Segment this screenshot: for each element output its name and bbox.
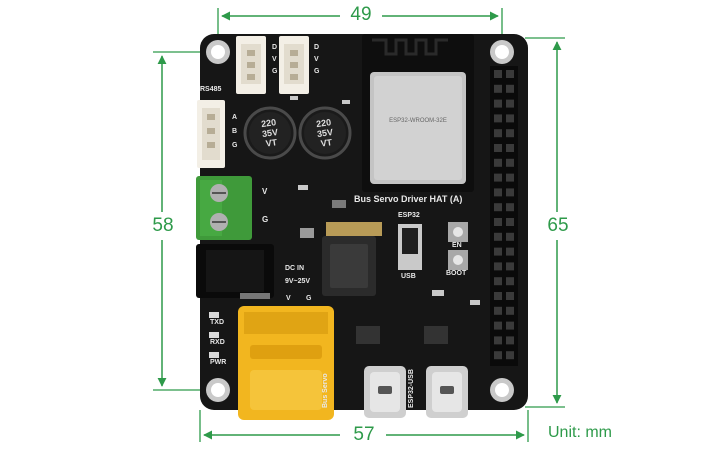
rs485-connector (197, 100, 225, 168)
gpio-pin (494, 188, 502, 197)
dim-bottom-label: 57 (353, 424, 375, 445)
gpio-pin (506, 70, 514, 78)
capacitor-1 (243, 106, 297, 160)
gpio-pin (506, 306, 514, 315)
usb-c-bus-servo (364, 366, 406, 418)
gpio-pin (506, 247, 514, 256)
module-marking: ESP32-WROOM-32E (389, 118, 447, 124)
gpio-pin (494, 247, 502, 256)
dc-in-label: DC IN (285, 265, 305, 272)
gpio-pin (494, 218, 502, 226)
gpio-pin (506, 173, 514, 182)
gpio-pin (494, 351, 502, 360)
gpio-pin (506, 203, 514, 212)
gpio-pin (494, 292, 502, 300)
usb-c-esp32 (426, 366, 468, 418)
en-button (448, 222, 468, 242)
gpio-pin (494, 203, 502, 212)
gpio-pin (494, 70, 502, 78)
mounting-holes (206, 40, 514, 402)
gpio-pin (494, 114, 502, 123)
gpio-pin (506, 277, 514, 286)
esp32-switch-label: ESP32 (398, 212, 420, 219)
dim-top-label: 49 (350, 4, 372, 25)
gpio-pin (494, 158, 502, 167)
gpio-pin (506, 114, 514, 123)
smd-components (290, 96, 480, 344)
esp32-usb-label: ESP32-USB (408, 369, 415, 408)
gpio-pin (494, 306, 502, 315)
gpio-pin (506, 158, 514, 167)
servo-connector-left (236, 36, 266, 94)
capacitor-2 (298, 106, 352, 160)
gpio-pin (506, 144, 514, 152)
gpio-pin (494, 144, 502, 152)
led-txd-label: TXD (210, 319, 224, 326)
usb-switch-label: USB (401, 273, 416, 280)
gpio-pin (494, 232, 502, 241)
dim-left-label: 58 (152, 215, 174, 236)
gpio-header (490, 66, 518, 366)
bus-servo-label: Bus Servo (322, 373, 329, 408)
gpio-pin (506, 336, 514, 345)
xt-g-label: G (306, 295, 312, 302)
gpio-pin (494, 129, 502, 138)
terminal-g-label: G (262, 215, 269, 224)
gpio-pin (506, 129, 514, 138)
led-rxd-label: RXD (210, 339, 225, 346)
gpio-pin (506, 188, 514, 197)
terminal-v-label: V (262, 187, 268, 196)
gpio-pin (506, 232, 514, 241)
gpio-pin (506, 351, 514, 360)
rs485-label: RS485 (200, 86, 222, 93)
gpio-pin (494, 321, 502, 330)
dc-range-label: 9V~25V (285, 278, 311, 285)
xt-power-connector (238, 306, 334, 420)
gpio-pin (494, 84, 502, 93)
en-label: EN (452, 242, 462, 249)
gpio-pin (506, 99, 514, 108)
xt-v-label: V (286, 295, 291, 302)
gpio-pin (506, 218, 514, 226)
gpio-pin (506, 84, 514, 93)
screw-terminal (196, 176, 252, 240)
gpio-pin (506, 321, 514, 330)
esp32-module (362, 34, 474, 192)
gpio-pin (494, 99, 502, 108)
gpio-pin (494, 277, 502, 286)
servo-connector-right (279, 36, 309, 94)
boot-button (448, 250, 468, 270)
slide-switch (398, 224, 422, 270)
dimension-left (153, 51, 205, 391)
led-pwr-label: PWR (210, 359, 227, 366)
gpio-pin (506, 292, 514, 300)
gpio-pin (494, 173, 502, 182)
inductor (322, 222, 382, 296)
dc-barrel-jack (196, 244, 274, 299)
dimension-right (525, 37, 565, 408)
gpio-pin (494, 336, 502, 345)
board-title: Bus Servo Driver HAT (A) (354, 194, 463, 204)
gpio-pin (494, 262, 502, 271)
boot-label: BOOT (446, 270, 467, 277)
unit-label: Unit: mm (548, 424, 612, 441)
dim-right-label: 65 (547, 215, 569, 236)
gpio-pin (506, 262, 514, 271)
status-leds (209, 312, 219, 358)
dimension-bottom (199, 410, 529, 442)
